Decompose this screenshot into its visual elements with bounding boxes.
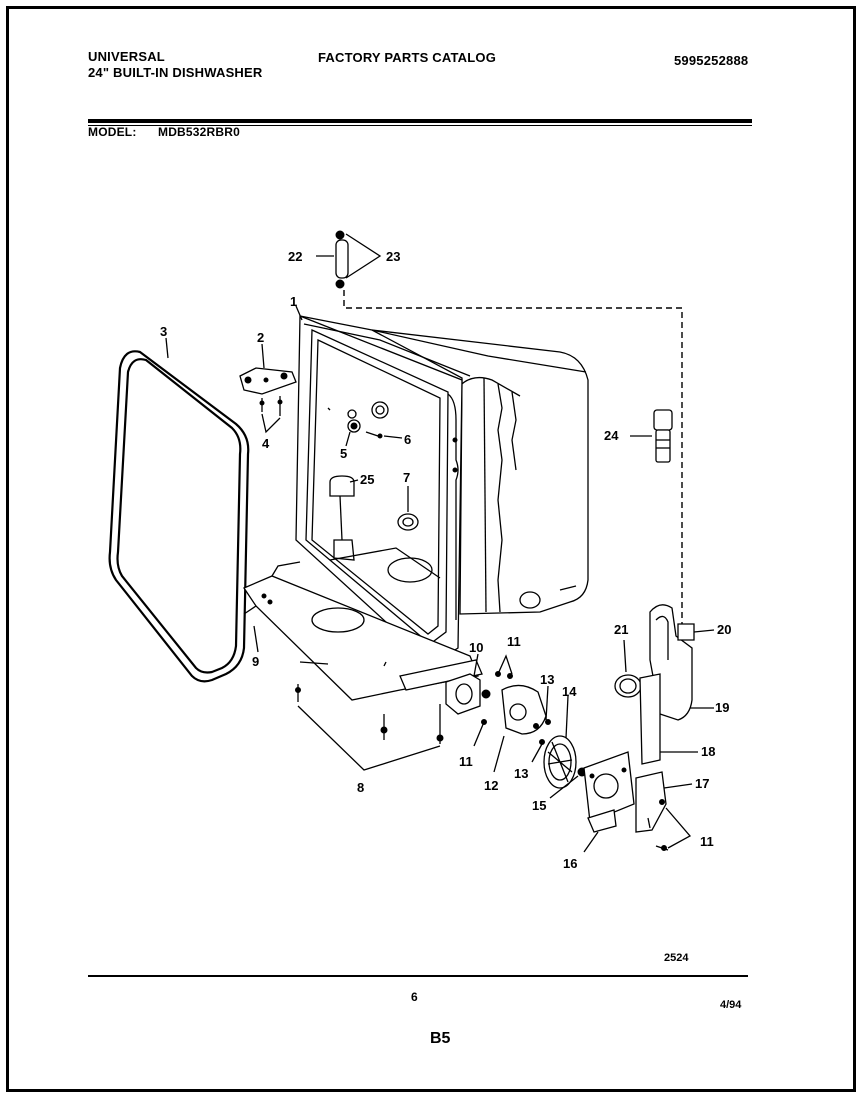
callout-1: 1	[290, 294, 297, 309]
fill-funnel-assembly	[614, 604, 695, 851]
page-border	[6, 6, 856, 1092]
plug	[630, 409, 673, 463]
callout-20: 20	[717, 622, 731, 637]
callout-24: 24	[604, 428, 619, 443]
callout-3: 3	[160, 324, 167, 339]
pump-motor-assembly	[445, 654, 635, 853]
callout-23: 23	[386, 249, 400, 264]
callout-14: 14	[562, 684, 577, 699]
callout-22: 22	[288, 249, 302, 264]
callout-11b: 11	[459, 754, 473, 769]
revision-date: 4/94	[720, 999, 742, 1011]
door-panel	[243, 561, 483, 701]
callout-10: 10	[469, 640, 483, 655]
hose-with-clamps	[316, 230, 382, 289]
callout-18: 18	[701, 744, 715, 759]
callout-11c: 11	[700, 834, 714, 849]
catalog-number: 5995252888	[674, 53, 749, 68]
callout-13b: 13	[514, 766, 528, 781]
brand-title: UNIVERSAL	[88, 49, 165, 64]
callout-labels: 1 2 3 4 5 6 7 8 9 10 11 11 11 12 13 13 1…	[160, 249, 731, 871]
callout-12: 12	[484, 778, 498, 793]
callout-16: 16	[563, 856, 577, 871]
drawing-number: 2524	[664, 952, 689, 964]
callout-21: 21	[614, 622, 628, 637]
callout-6: 6	[404, 432, 411, 447]
screws-8	[295, 684, 444, 771]
hose-route-dashed	[343, 290, 683, 625]
footer-rule	[88, 975, 748, 977]
callout-8: 8	[357, 780, 364, 795]
header-rule-thick	[88, 119, 752, 123]
model-number: MDB532RBR0	[158, 125, 241, 139]
callout-17: 17	[695, 776, 709, 791]
header-rule-thin	[88, 125, 752, 126]
callout-13a: 13	[540, 672, 554, 687]
callout-25: 25	[360, 472, 374, 487]
callout-11a: 11	[507, 634, 521, 649]
callout-2: 2	[257, 330, 264, 345]
hinge-bracket	[239, 367, 297, 416]
door-gasket	[108, 350, 250, 683]
leader-lines	[165, 305, 715, 799]
callout-4: 4	[262, 436, 270, 451]
callout-5: 5	[340, 446, 347, 461]
callout-7: 7	[403, 470, 410, 485]
callout-19: 19	[715, 700, 729, 715]
section-code: B5	[430, 1030, 451, 1047]
product-title: 24" BUILT-IN DISHWASHER	[88, 65, 263, 80]
callout-9: 9	[252, 654, 259, 669]
catalog-title: FACTORY PARTS CATALOG	[318, 50, 497, 65]
callout-15: 15	[532, 798, 546, 813]
tub-assembly	[295, 315, 589, 665]
page-number: 6	[411, 990, 418, 1004]
model-label: MODEL:	[88, 125, 137, 139]
